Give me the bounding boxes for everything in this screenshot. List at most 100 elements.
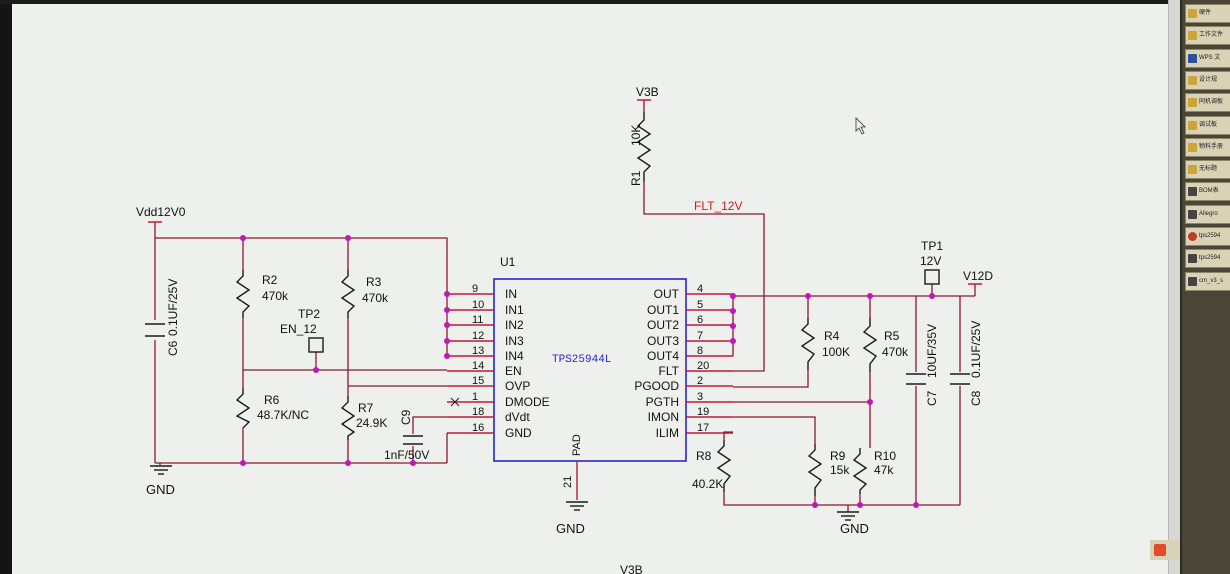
taskbar-item-label: 工作文件 — [1199, 32, 1224, 39]
u1-pad-pin-number: 21 — [562, 476, 574, 488]
u1-left-pin-name: OVP — [505, 379, 530, 393]
taskbar-item-label: Allegro — [1199, 210, 1218, 217]
capacitors — [145, 323, 970, 445]
u1-right-pin-name: FLT — [659, 364, 680, 378]
c7-ref: C7 — [925, 390, 939, 406]
gnd-label-left: GND — [146, 482, 175, 497]
taskbar-item[interactable]: Allegro — [1185, 204, 1230, 224]
u1-left-pin-name: DMODE — [505, 395, 550, 409]
doc-icon — [1188, 254, 1197, 264]
tp1-symbol[interactable] — [924, 269, 940, 285]
folder-icon — [1188, 120, 1197, 130]
r2-value: 470k — [262, 289, 289, 303]
c8-ref: C8 — [969, 390, 983, 406]
monitor-bezel-top — [0, 0, 1230, 4]
r8-symbol — [716, 440, 732, 492]
folder-icon — [1188, 98, 1197, 108]
u1-ref: U1 — [500, 255, 516, 269]
r2-symbol — [235, 270, 251, 318]
r1-value: 10K — [629, 125, 643, 146]
c9-value: 1nF/50V — [384, 448, 429, 462]
schematic-sheet — [12, 4, 1180, 574]
u1-right-pin-number: 8 — [697, 345, 703, 357]
taskbar-item[interactable]: 同机调板 — [1185, 93, 1230, 113]
r9-ref: R9 — [830, 449, 846, 463]
u1-right-pin-number: 19 — [697, 406, 709, 418]
r4-symbol — [800, 318, 816, 370]
u1-right-pin-name: OUT4 — [647, 349, 679, 363]
r5-value: 470k — [882, 345, 909, 359]
junction-dots — [240, 235, 935, 508]
u1-body[interactable] — [493, 278, 687, 462]
u1-right-pin-name: PGTH — [646, 395, 679, 409]
net-v12d-label: V12D — [963, 269, 993, 283]
u1-left-pin-number: 14 — [472, 360, 484, 372]
vertical-scrollbar[interactable] — [1168, 0, 1181, 574]
u1-right-pin-number: 7 — [697, 330, 703, 342]
u1-left-pin-name: IN3 — [505, 334, 524, 348]
r4-ref: R4 — [824, 329, 840, 343]
wps-icon — [1188, 53, 1197, 63]
r8-value: 40.2K — [692, 477, 723, 491]
r10-ref: R10 — [874, 449, 896, 463]
taskbar-item[interactable]: tps2594 — [1185, 227, 1230, 246]
u1-left-pin-number: 1 — [472, 391, 478, 403]
taskbar-item[interactable]: cm_v3_s — [1185, 271, 1230, 291]
u1-right-pin-name: OUT — [654, 287, 680, 301]
u1-left-pin-name: dVdt — [505, 410, 530, 424]
taskbar-item[interactable]: WPS 文 — [1185, 48, 1230, 68]
taskbar-item-label: 硬件 — [1199, 10, 1212, 16]
r2-ref: R2 — [262, 273, 278, 287]
taskbar-item[interactable]: 调试板 — [1185, 115, 1230, 135]
c6-value: 0.1UF/25V — [166, 279, 180, 336]
tray-app-icon[interactable] — [1154, 544, 1166, 556]
u1-left-pin-number: 12 — [472, 330, 484, 342]
u1-part-number: TPS25944L — [552, 354, 611, 366]
u1-pad-label: PAD — [571, 434, 583, 456]
c8-value: 0.1UF/25V — [969, 321, 983, 378]
folder-icon — [1188, 9, 1197, 18]
taskbar-item-label: WPS 文 — [1199, 54, 1221, 61]
u1-left-pin-name: IN4 — [505, 349, 524, 363]
r7-value: 24.9K — [356, 416, 387, 430]
u1-right-pin-name: OUT2 — [647, 318, 679, 332]
taskbar-item[interactable]: 硬件 — [1185, 4, 1230, 23]
taskbar-item-label: 设计规 — [1199, 76, 1218, 83]
taskbar-item[interactable]: tps2594 — [1185, 249, 1230, 269]
u1-right-pin-number: 4 — [697, 283, 703, 295]
folder-icon — [1188, 75, 1197, 85]
monitor-bezel-left — [0, 0, 12, 574]
tp2-symbol[interactable] — [308, 337, 324, 353]
r6-value: 48.7K/NC — [257, 408, 309, 422]
taskbar-item[interactable]: 工作文件 — [1185, 26, 1230, 46]
u1-left-pin-name: EN — [505, 364, 522, 378]
folder-icon — [1188, 31, 1197, 41]
taskbar-item[interactable]: BOM表 — [1185, 182, 1230, 202]
ground-symbols — [150, 465, 859, 521]
taskbar-item[interactable]: 无标题 — [1185, 160, 1230, 180]
c9-ref: C9 — [399, 409, 413, 425]
taskbar-item-label: tps2594 — [1199, 233, 1221, 239]
taskbar-item-label: 同机调板 — [1199, 99, 1224, 106]
taskbar-item-label: 物料手册 — [1199, 143, 1224, 150]
u1-right-pin-number: 5 — [697, 299, 703, 311]
dmode-no-connect — [450, 397, 460, 407]
r6-ref: R6 — [264, 393, 280, 407]
u1-left-pin-name: IN2 — [505, 318, 524, 332]
tp2-ref: TP2 — [298, 307, 320, 321]
u1-right-pins: 4OUT5OUT16OUT27OUT38OUT420FLT2PGOOD3PGTH… — [634, 283, 733, 440]
u1-left-pin-number: 9 — [472, 283, 478, 295]
app-icon — [1188, 209, 1197, 219]
taskbar-item[interactable]: 物料手册 — [1185, 137, 1230, 157]
u1-right-pin-number: 6 — [697, 314, 703, 326]
taskbar-item[interactable]: 设计规 — [1185, 70, 1230, 90]
taskbar-item-label: cm_v3_s — [1199, 277, 1224, 284]
app-icon — [1188, 276, 1197, 286]
resistors — [235, 112, 878, 496]
folder-icon — [1188, 165, 1197, 175]
r7-ref: R7 — [358, 401, 374, 415]
r7-symbol — [340, 396, 356, 440]
